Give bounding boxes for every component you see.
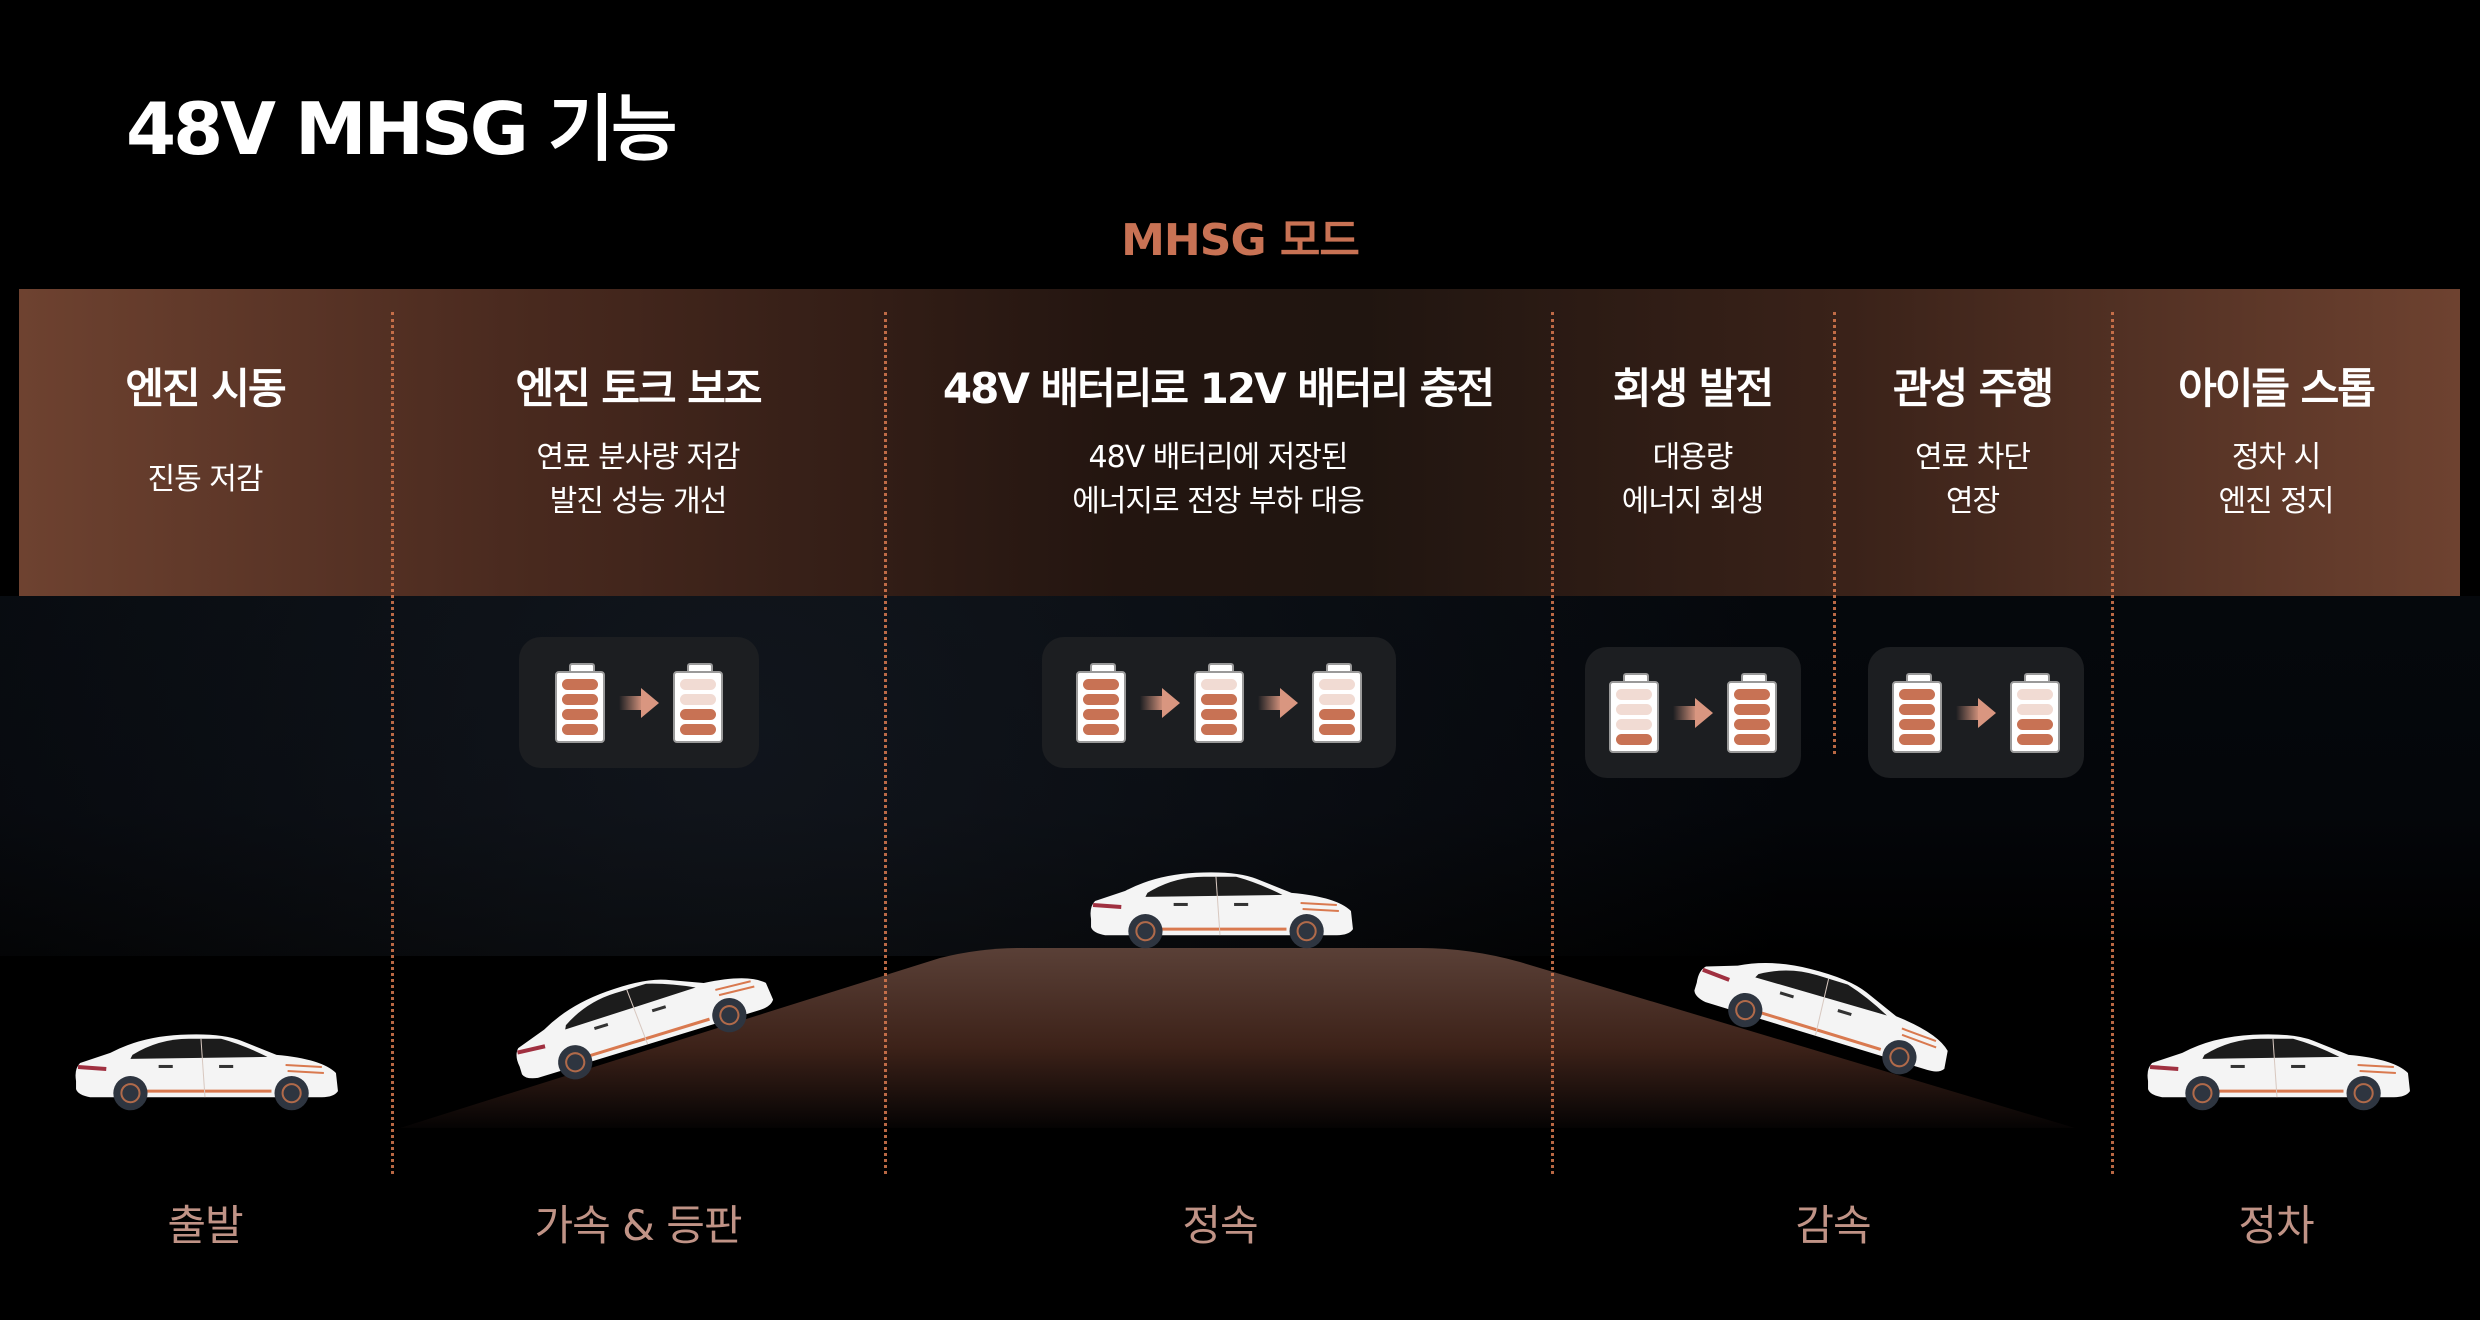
stage-label-decel: 감속 <box>1795 1201 1871 1250</box>
battery-flow-regeneration <box>1585 647 1801 778</box>
function-engine-start: 엔진 시동 진동 저감 <box>19 355 391 502</box>
function-title: 엔진 토크 보조 <box>515 364 762 413</box>
function-torque-assist: 엔진 토크 보조 연료 분사량 저감 발진 성능 개선 <box>392 355 884 524</box>
function-desc-line-1: 대용량 <box>1652 440 1734 475</box>
stage-label-accel: 가속 & 등판 <box>534 1201 742 1250</box>
function-title: 회생 발전 <box>1612 364 1774 413</box>
battery-icon <box>555 662 605 743</box>
arrow-right-icon <box>1140 687 1180 718</box>
function-desc-line-1: 연료 차단 <box>1915 440 2031 475</box>
arrow-right-icon <box>1258 687 1298 718</box>
function-desc-line-1: 48V 배터리에 저장된 <box>1088 440 1349 475</box>
battery-icon <box>1727 672 1777 753</box>
battery-icon <box>2010 672 2060 753</box>
function-title: 관성 주행 <box>1892 364 2054 413</box>
function-coasting: 관성 주행 연료 차단 연장 <box>1834 355 2111 524</box>
divider-3 <box>1551 312 1554 1174</box>
battery-icon <box>1194 662 1244 743</box>
battery-icon <box>1609 672 1659 753</box>
function-desc-line-2: 에너지 회생 <box>1621 484 1765 519</box>
stage-label-stop: 정차 <box>2238 1201 2314 1250</box>
arrow-right-icon <box>1673 697 1713 728</box>
arrow-right-icon <box>1956 697 1996 728</box>
battery-icon <box>1312 662 1362 743</box>
stage-label-start: 출발 <box>167 1201 243 1250</box>
stage-label-cruise: 정속 <box>1182 1201 1258 1250</box>
arrow-right-icon <box>619 687 659 718</box>
function-desc-line-2: 에너지로 전장 부하 대응 <box>1072 484 1365 519</box>
function-desc-line-2: 발진 성능 개선 <box>549 484 728 519</box>
car-icon-cruise <box>1085 868 1357 950</box>
function-12v-charge: 48V 배터리로 12V 배터리 충전 48V 배터리에 저장된 에너지로 전장… <box>885 355 1551 524</box>
battery-flow-12v-charge <box>1042 637 1396 768</box>
battery-flow-coasting <box>1868 647 2084 778</box>
function-title: 아이들 스톱 <box>2178 364 2376 413</box>
function-title: 48V 배터리로 12V 배터리 충전 <box>942 364 1495 413</box>
function-desc-line-1: 정차 시 <box>2231 440 2321 475</box>
divider-2 <box>884 312 887 1174</box>
divider-5 <box>2111 312 2114 1174</box>
function-header-band <box>19 289 2460 596</box>
function-desc-line-1: 연료 분사량 저감 <box>536 440 740 475</box>
function-idle-stop: 아이들 스톱 정차 시 엔진 정지 <box>2112 355 2440 524</box>
car-icon-start <box>70 1030 342 1112</box>
car-icon-stop <box>2142 1030 2414 1112</box>
divider-4 <box>1833 312 1836 754</box>
battery-icon <box>1076 662 1126 743</box>
battery-flow-torque-assist <box>519 637 759 768</box>
function-regeneration: 회생 발전 대용량 에너지 회생 <box>1552 355 1833 524</box>
page-title: 48V MHSG 기능 <box>126 87 677 171</box>
divider-1 <box>391 312 394 1174</box>
function-title: 엔진 시동 <box>125 364 286 413</box>
battery-icon <box>673 662 723 743</box>
function-desc-line-2: 엔진 정지 <box>2218 484 2335 519</box>
mode-label: MHSG 모드 <box>1121 215 1360 266</box>
function-desc: 진동 저감 <box>147 462 264 497</box>
function-desc-line-2: 연장 <box>1945 484 2000 519</box>
battery-icon <box>1892 672 1942 753</box>
